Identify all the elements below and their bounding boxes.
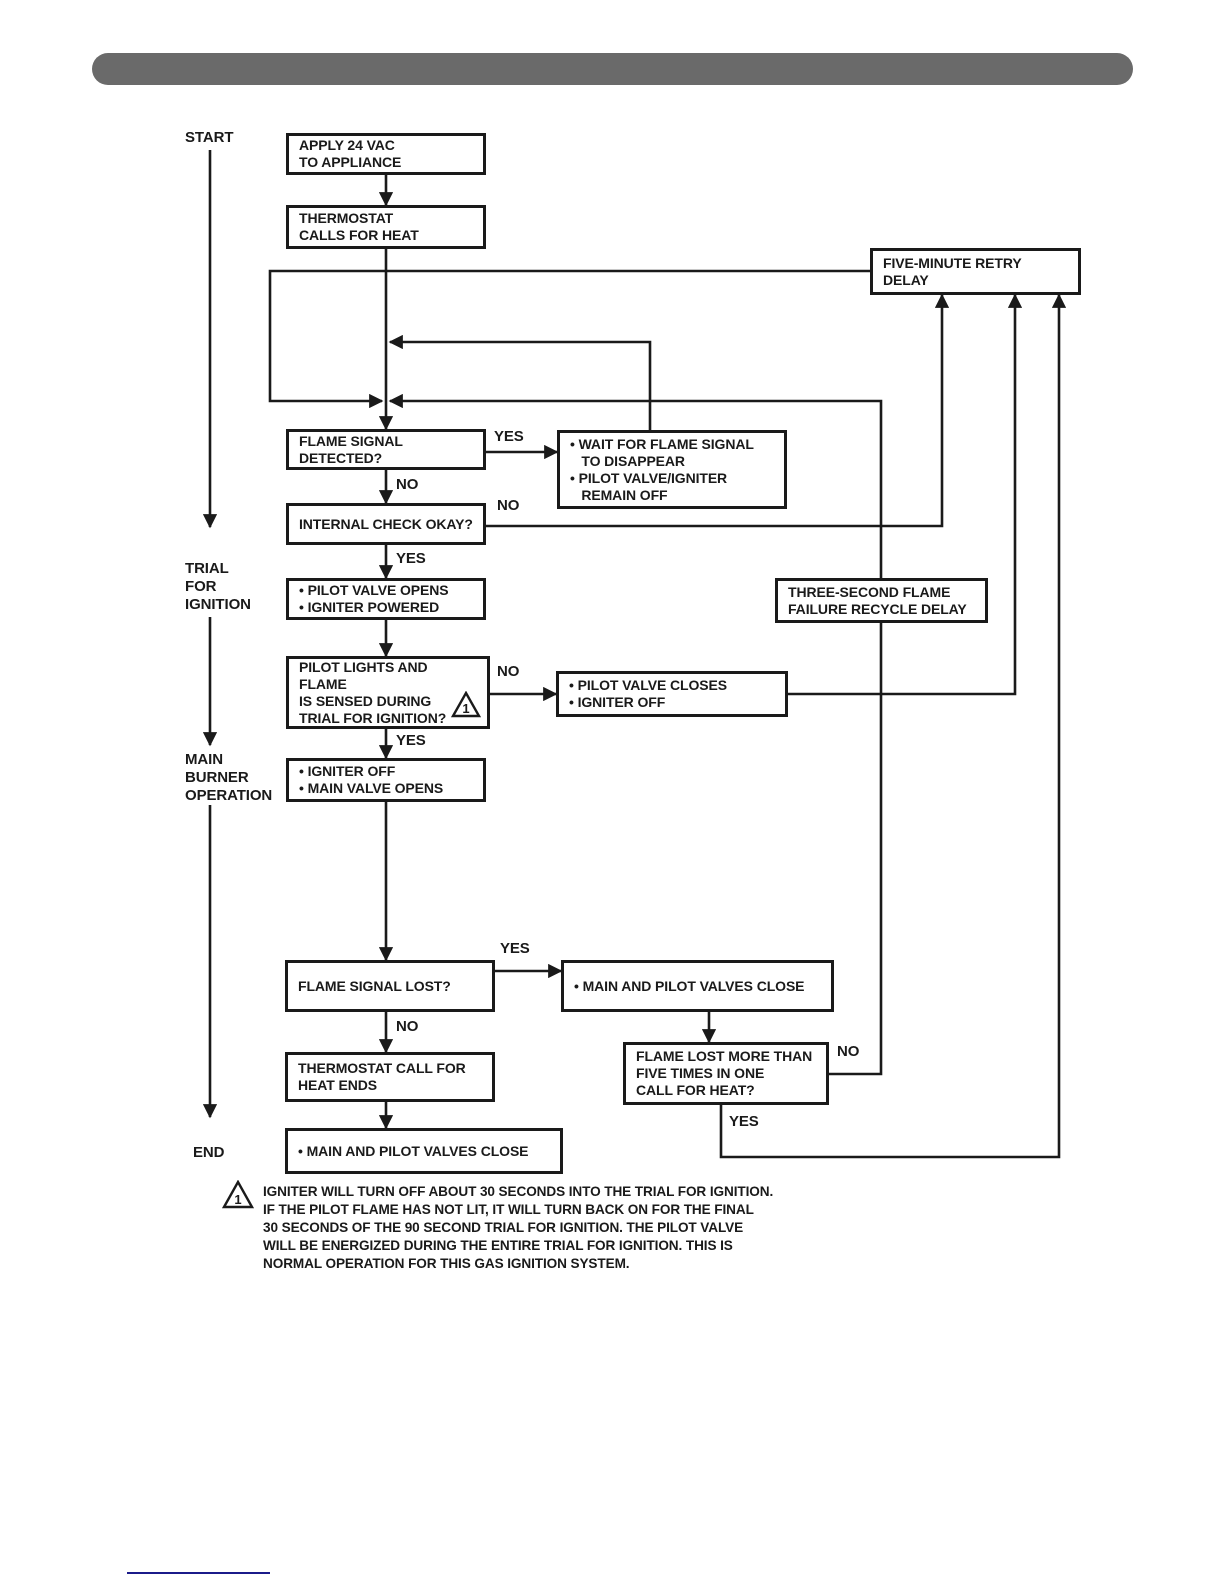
node-flame-lost-five-times: FLAME LOST MORE THAN FIVE TIMES IN ONE C… <box>623 1042 829 1105</box>
node-igniter-off-main-opens-text: • IGNITER OFF • MAIN VALVE OPENS <box>299 763 444 796</box>
edge-label-pilot-lights-yes: YES <box>396 732 426 749</box>
node-pilot-valve-closes-text: • PILOT VALVE CLOSES • IGNITER OFF <box>569 677 727 710</box>
footnote-marker-triangle-icon: 1 <box>450 690 482 723</box>
edge-label-flame-lost-yes: YES <box>500 940 530 957</box>
node-five-minute-retry-text: FIVE-MINUTE RETRY DELAY <box>883 254 1022 288</box>
node-thermostat-call-ends: THERMOSTAT CALL FOR HEAT ENDS <box>285 1052 495 1102</box>
node-flame-signal-lost: FLAME SIGNAL LOST? <box>285 960 495 1012</box>
edge-label-flame-lost-no: NO <box>396 1018 419 1035</box>
phase-label-main-burner-operation: MAIN BURNER OPERATION <box>185 751 273 804</box>
edge-label-five-times-yes: YES <box>729 1113 759 1130</box>
edge-internal-check-no <box>486 293 950 528</box>
node-main-pilot-close-bottom: • MAIN AND PILOT VALVES CLOSE <box>285 1128 563 1174</box>
edge-label-internal-check-yes: YES <box>396 550 426 567</box>
node-apply-24vac-text: APPLY 24 VAC TO APPLIANCE <box>299 137 402 170</box>
edge-five-times-yes-to-retry <box>719 293 1067 1159</box>
edge-label-pilot-lights-no: NO <box>497 663 520 680</box>
edge-retry-to-flame-signal <box>268 269 870 409</box>
node-wait-flame-disappear-text: • WAIT FOR FLAME SIGNAL TO DISAPPEAR • P… <box>570 435 754 503</box>
edge-pilot-closes-to-retry <box>788 293 1023 696</box>
footnote-text: IGNITER WILL TURN OFF ABOUT 30 SECONDS I… <box>263 1184 774 1271</box>
edge-label-flame-signal-yes: YES <box>494 428 524 445</box>
node-apply-24vac: APPLY 24 VAC TO APPLIANCE <box>286 133 486 175</box>
node-internal-check: INTERNAL CHECK OKAY? <box>286 503 486 545</box>
node-pilot-valve-closes: • PILOT VALVE CLOSES • IGNITER OFF <box>556 671 788 717</box>
node-wait-flame-disappear: • WAIT FOR FLAME SIGNAL TO DISAPPEAR • P… <box>557 430 787 509</box>
edge-label-internal-check-no: NO <box>497 497 520 514</box>
footnote-triangle-icon: 1 <box>221 1179 255 1214</box>
edge-label-flame-signal-no: NO <box>396 476 419 493</box>
edge-wait-to-flame-signal <box>388 334 652 430</box>
node-flame-signal-lost-text: FLAME SIGNAL LOST? <box>298 977 451 994</box>
footnote-triangle-number: 1 <box>234 1192 241 1207</box>
node-flame-signal-detected: FLAME SIGNAL DETECTED? <box>286 429 486 470</box>
node-thermostat-calls: THERMOSTAT CALLS FOR HEAT <box>286 205 486 249</box>
node-igniter-off-main-opens: • IGNITER OFF • MAIN VALVE OPENS <box>286 758 486 802</box>
edge-label-five-times-no: NO <box>837 1043 860 1060</box>
node-pilot-lights-text: PILOT LIGHTS AND FLAME IS SENSED DURING … <box>299 658 447 726</box>
node-main-pilot-close-right-text: • MAIN AND PILOT VALVES CLOSE <box>574 977 805 994</box>
node-main-pilot-close-right: • MAIN AND PILOT VALVES CLOSE <box>561 960 834 1012</box>
header-bar <box>92 53 1133 85</box>
footer-rule <box>127 1572 270 1574</box>
footnote-marker-number: 1 <box>462 701 469 716</box>
node-flame-lost-five-times-text: FLAME LOST MORE THAN FIVE TIMES IN ONE C… <box>636 1048 813 1098</box>
node-thermostat-calls-text: THERMOSTAT CALLS FOR HEAT <box>299 210 419 243</box>
phase-label-end: END <box>193 1144 225 1161</box>
node-pilot-lights: PILOT LIGHTS AND FLAME IS SENSED DURING … <box>286 656 490 729</box>
phase-label-start: START <box>185 129 234 146</box>
node-pilot-valve-opens: • PILOT VALVE OPENS • IGNITER POWERED <box>286 578 486 620</box>
node-flame-signal-detected-text: FLAME SIGNAL DETECTED? <box>299 432 403 466</box>
phase-label-trial-for-ignition: TRIAL FOR IGNITION <box>185 560 251 613</box>
node-main-pilot-close-bottom-text: • MAIN AND PILOT VALVES CLOSE <box>298 1142 529 1159</box>
node-three-second-recycle: THREE-SECOND FLAME FAILURE RECYCLE DELAY <box>775 578 988 623</box>
node-internal-check-text: INTERNAL CHECK OKAY? <box>299 515 473 532</box>
node-thermostat-call-ends-text: THERMOSTAT CALL FOR HEAT ENDS <box>298 1060 466 1093</box>
node-pilot-valve-opens-text: • PILOT VALVE OPENS • IGNITER POWERED <box>299 582 449 615</box>
node-three-second-recycle-text: THREE-SECOND FLAME FAILURE RECYCLE DELAY <box>788 583 967 617</box>
edge-recycle-loop <box>388 393 883 1076</box>
node-five-minute-retry: FIVE-MINUTE RETRY DELAY <box>870 248 1081 295</box>
